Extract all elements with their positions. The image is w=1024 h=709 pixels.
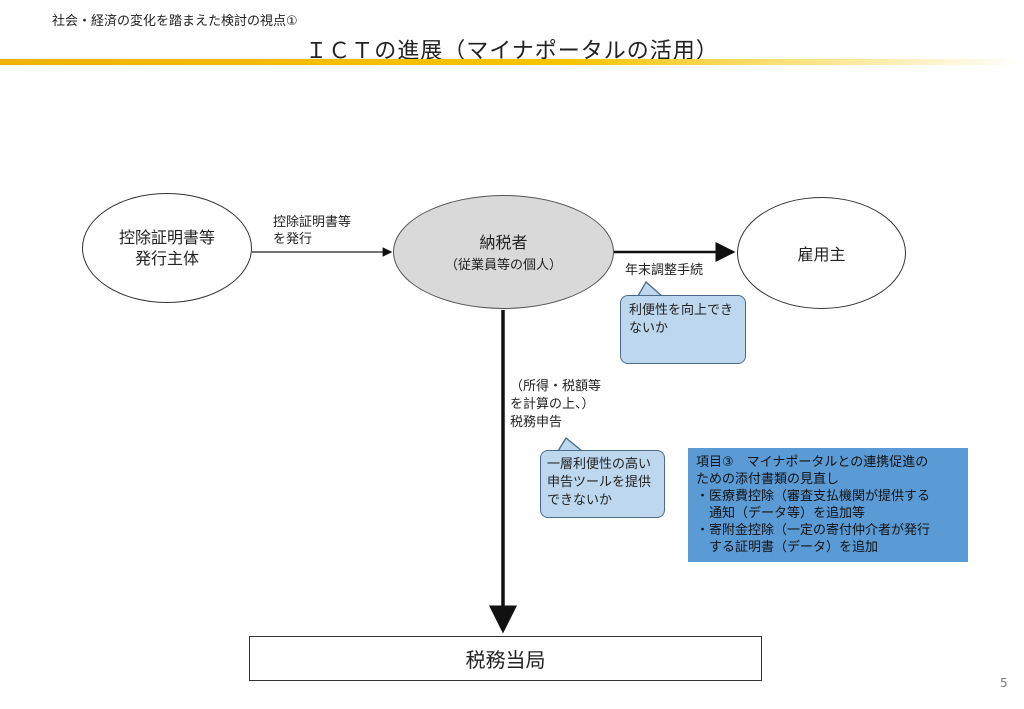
label-line: （所得・税額等 xyxy=(510,379,602,394)
callout-line: 申告ツールを提供 xyxy=(547,475,652,490)
filing-label: （所得・税額等 を計算の上、） 税務申告 xyxy=(510,378,601,432)
node-issuer: 控除証明書等 発行主体 xyxy=(82,193,252,303)
section-subtitle: 社会・経済の変化を踏まえた検討の視点① xyxy=(52,14,298,29)
info-line: ための添付書類の見直し xyxy=(696,472,840,487)
node-label: 発行主体 xyxy=(134,249,199,268)
callout-line: 一層利便性の高い xyxy=(547,457,652,472)
callout-line: できないか xyxy=(547,493,613,508)
callout-line: 利便性を向上でき xyxy=(629,303,734,318)
info-line: する証明書（データ）を追加 xyxy=(696,540,879,555)
node-employer: 雇用主 xyxy=(737,197,906,309)
label-line: を計算の上、） xyxy=(510,397,595,412)
label-line: を発行 xyxy=(273,232,313,247)
callout-line: ないか xyxy=(629,321,669,336)
label-line: 控除証明書等 xyxy=(273,215,352,230)
page-number: 5 xyxy=(1000,676,1008,690)
callout-tail xyxy=(557,437,583,452)
callout-tail xyxy=(637,280,663,297)
info-box: 項目③ マイナポータルとの連携促進の ための添付書類の見直し ・医療費控除（審査… xyxy=(688,448,968,562)
issue-label: 控除証明書等 を発行 xyxy=(273,214,351,248)
node-label: 税務当局 xyxy=(465,648,546,672)
node-label: 雇用主 xyxy=(797,245,846,264)
node-label: 控除証明書等 xyxy=(118,228,215,247)
callout-tool: 一層利便性の高い 申告ツールを提供 できないか xyxy=(540,450,665,518)
label-line: 税務申告 xyxy=(510,415,563,430)
info-line: 通知（データ等）を追加等 xyxy=(696,506,866,521)
node-sublabel: （従業員等の個人） xyxy=(444,257,562,273)
year-end-label: 年末調整手続 xyxy=(625,263,704,278)
info-line: 項目③ マイナポータルとの連携促進の xyxy=(696,455,929,470)
info-line: ・医療費控除（審査支払機関が提供する xyxy=(696,489,931,504)
callout-convenience: 利便性を向上でき ないか xyxy=(620,295,746,364)
node-taxpayer: 納税者 （従業員等の個人） xyxy=(393,195,614,309)
node-tax-authority: 税務当局 xyxy=(249,636,762,681)
info-line: ・寄附金控除（一定の寄付仲介者が発行 xyxy=(696,523,931,538)
node-label: 納税者 xyxy=(479,232,528,252)
title-underline xyxy=(0,59,1024,65)
